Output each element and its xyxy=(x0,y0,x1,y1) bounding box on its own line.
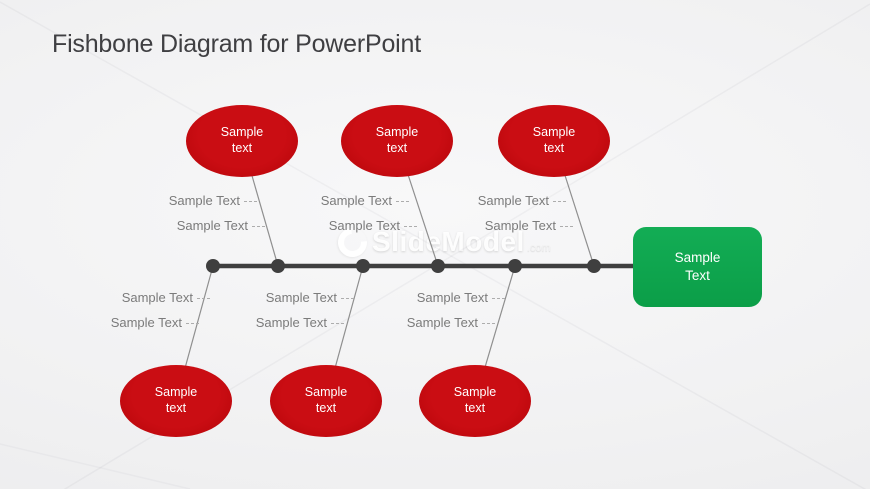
effect-box: Sample Text xyxy=(633,227,762,307)
cause-ellipse-bottom-2: Sample text xyxy=(270,365,382,437)
branch-label-text: Sample Text xyxy=(110,315,182,330)
label-connector-dash xyxy=(331,322,344,324)
effect-label: Sample Text xyxy=(674,250,721,283)
label-connector-dash xyxy=(404,225,417,227)
branch-label: Sample Text xyxy=(417,291,505,305)
cause-label: Sample text xyxy=(220,125,264,155)
branch-label: Sample Text xyxy=(122,291,210,305)
background-sheen-line xyxy=(0,443,191,489)
label-connector-dash xyxy=(396,200,409,202)
branch-label-text: Sample Text xyxy=(255,315,327,330)
spine-node xyxy=(356,259,370,273)
branch-label: Sample Text xyxy=(111,316,199,330)
branch-label-text: Sample Text xyxy=(484,218,556,233)
branch-label: Sample Text xyxy=(177,219,265,233)
branch-label-text: Sample Text xyxy=(168,193,240,208)
spine-node xyxy=(431,259,445,273)
branch-label-text: Sample Text xyxy=(406,315,478,330)
label-connector-dash xyxy=(244,200,257,202)
label-connector-dash xyxy=(252,225,265,227)
cause-ellipse-top-3: Sample text xyxy=(498,105,610,177)
cause-label: Sample text xyxy=(154,385,198,415)
spine-node xyxy=(508,259,522,273)
label-connector-dash xyxy=(492,297,505,299)
cause-label: Sample text xyxy=(304,385,348,415)
branch-label-text: Sample Text xyxy=(176,218,248,233)
label-connector-dash xyxy=(197,297,210,299)
cause-ellipse-bottom-1: Sample text xyxy=(120,365,232,437)
branch-label: Sample Text xyxy=(329,219,417,233)
label-connector-dash xyxy=(482,322,495,324)
page-title: Fishbone Diagram for PowerPoint xyxy=(52,30,421,58)
cause-ellipse-top-2: Sample text xyxy=(341,105,453,177)
branch-label: Sample Text xyxy=(266,291,354,305)
branch-label: Sample Text xyxy=(478,194,566,208)
branch-label-text: Sample Text xyxy=(328,218,400,233)
cause-label: Sample text xyxy=(453,385,497,415)
branch-label-text: Sample Text xyxy=(121,290,193,305)
label-connector-dash xyxy=(186,322,199,324)
label-connector-dash xyxy=(553,200,566,202)
spine-node xyxy=(587,259,601,273)
label-connector-dash xyxy=(560,225,573,227)
branch-label: Sample Text xyxy=(485,219,573,233)
label-connector-dash xyxy=(341,297,354,299)
branch-label-text: Sample Text xyxy=(477,193,549,208)
branch-label: Sample Text xyxy=(256,316,344,330)
branch-label: Sample Text xyxy=(321,194,409,208)
spine-node xyxy=(271,259,285,273)
cause-label: Sample text xyxy=(375,125,419,155)
cause-label: Sample text xyxy=(532,125,576,155)
cause-ellipse-top-1: Sample text xyxy=(186,105,298,177)
cause-ellipse-bottom-3: Sample text xyxy=(419,365,531,437)
branch-label-text: Sample Text xyxy=(320,193,392,208)
branch-label-text: Sample Text xyxy=(265,290,337,305)
spine-node xyxy=(206,259,220,273)
branch-label-text: Sample Text xyxy=(416,290,488,305)
branch-label: Sample Text xyxy=(169,194,257,208)
branch-label: Sample Text xyxy=(407,316,495,330)
